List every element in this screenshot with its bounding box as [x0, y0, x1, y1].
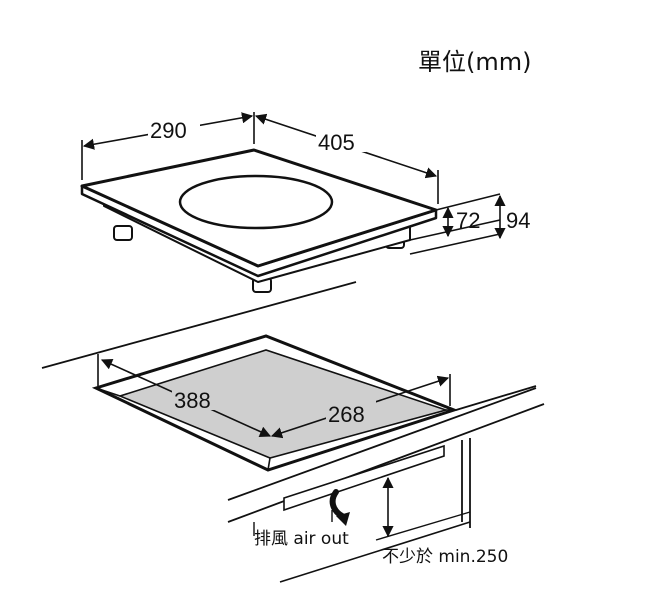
hob-height-total-label: 94 [506, 208, 530, 233]
hob-width-label: 290 [150, 118, 187, 143]
cutout-length-label: 388 [174, 388, 211, 413]
hob-illustration [80, 148, 438, 293]
hob-foot [113, 225, 133, 241]
air-out-arrow-icon [329, 489, 350, 526]
air-out-label: 排風 air out [254, 529, 349, 549]
vent-duct [283, 444, 445, 512]
clearance-dimension [375, 476, 471, 541]
hob-depth-label: 405 [318, 130, 355, 155]
units-label: 單位(mm) [418, 48, 531, 76]
cutout [91, 334, 459, 512]
clearance-label: 不少於 min.250 [382, 547, 508, 567]
cutout-width-label: 268 [328, 402, 365, 427]
countertop-back-edge [41, 281, 357, 369]
countertop-front-edge [227, 387, 537, 501]
cooking-zone [178, 174, 334, 230]
countertop [41, 281, 545, 583]
hob-height-inner-label: 72 [456, 208, 480, 233]
